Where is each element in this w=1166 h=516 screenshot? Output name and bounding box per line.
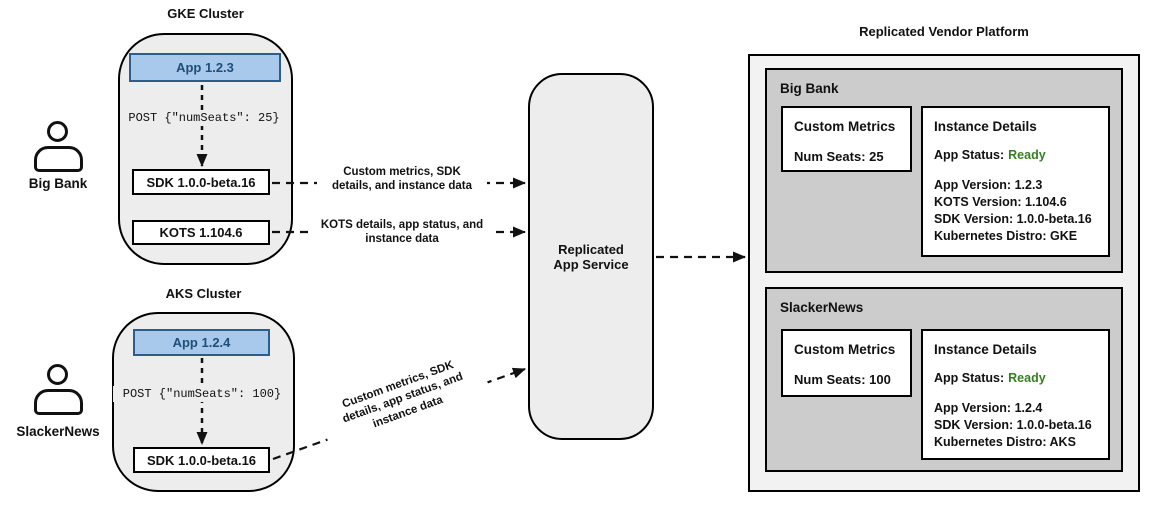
slackernews-actor-label: SlackerNews (16, 424, 100, 439)
instance-details-title: Instance Details (934, 119, 1037, 134)
kubernetes-distro-line: Kubernetes Distro: GKE (934, 229, 1078, 243)
num-seats-value: Num Seats: 100 (794, 372, 891, 387)
app-version-line: App Version: 1.2.3 (934, 178, 1043, 192)
gke-post-request: POST {"numSeats": 25} (120, 110, 288, 126)
big-bank-actor-label: Big Bank (28, 176, 88, 191)
slackernews-custom-metrics-card: Custom Metrics Num Seats: 100 (781, 329, 912, 397)
aks-post-request: POST {"numSeats": 100} (113, 386, 291, 402)
instance-details-title: Instance Details (934, 342, 1037, 357)
gke-kots-box: KOTS 1.104.6 (132, 220, 270, 245)
replicated-app-service-label: Replicated App Service (553, 241, 629, 272)
user-icon-body (34, 389, 83, 415)
user-icon-head (47, 121, 68, 142)
aks-app-box: App 1.2.4 (133, 329, 270, 356)
user-icon-body (34, 146, 83, 172)
gke-app-box: App 1.2.3 (129, 53, 281, 82)
edge-label-kots-data: KOTS details, app status, and instance d… (310, 217, 494, 248)
big-bank-user-icon (47, 121, 68, 142)
app-status-line: App Status:Ready (934, 371, 1102, 385)
aks-sdk-box: SDK 1.0.0-beta.16 (133, 447, 270, 473)
replicated-app-service-box: Replicated App Service (528, 73, 654, 440)
gke-sdk-box: SDK 1.0.0-beta.16 (132, 169, 270, 195)
user-icon-head (47, 364, 68, 385)
app-status-value: Ready (1008, 148, 1046, 162)
big-bank-custom-metrics-card: Custom Metrics Num Seats: 25 (781, 106, 912, 172)
kots-version-line: KOTS Version: 1.104.6 (934, 195, 1067, 209)
aks-cluster-title: AKS Cluster (165, 286, 242, 301)
custom-metrics-title: Custom Metrics (794, 119, 896, 134)
app-status-label: App Status: (934, 148, 1005, 162)
num-seats-value: Num Seats: 25 (794, 149, 884, 164)
tenant-big-bank-name: Big Bank (780, 81, 839, 96)
tenant-slackernews-name: SlackerNews (780, 300, 864, 315)
app-status-label: App Status: (934, 371, 1005, 385)
app-version-line: App Version: 1.2.4 (934, 401, 1043, 415)
app-status-value: Ready (1008, 371, 1046, 385)
gke-cluster-title: GKE Cluster (167, 6, 244, 21)
big-bank-instance-details-card: Instance Details App Status:Ready App Ve… (921, 106, 1110, 257)
sdk-version-line: SDK Version: 1.0.0-beta.16 (934, 418, 1092, 432)
slackernews-user-icon (47, 364, 68, 385)
slackernews-instance-details-card: Instance Details App Status:Ready App Ve… (921, 329, 1110, 460)
app-status-line: App Status:Ready (934, 148, 1102, 162)
kubernetes-distro-line: Kubernetes Distro: AKS (934, 435, 1076, 449)
platform-title: Replicated Vendor Platform (859, 24, 1029, 39)
custom-metrics-title: Custom Metrics (794, 342, 896, 357)
edge-label-sdk-data: Custom metrics, SDK details, and instanc… (317, 164, 487, 195)
edge-label-aks-sdk-data: Custom metrics, SDK details, app status,… (315, 348, 491, 449)
sdk-version-line: SDK Version: 1.0.0-beta.16 (934, 212, 1092, 226)
